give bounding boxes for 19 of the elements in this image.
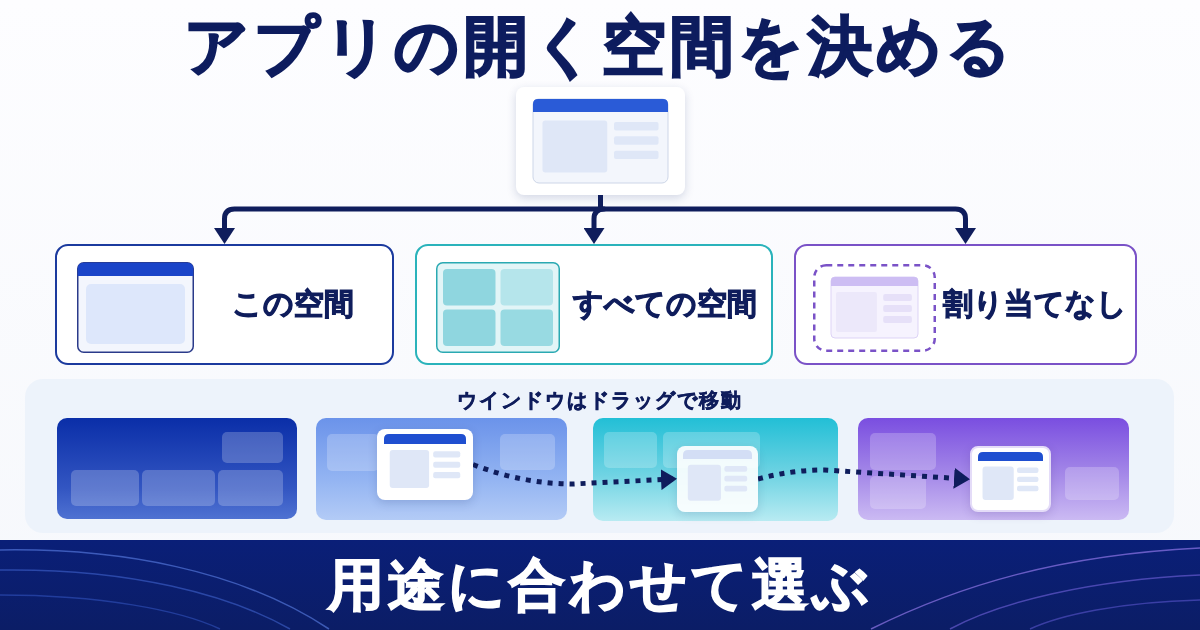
option-label: この空間 <box>231 286 354 322</box>
option-box <box>794 244 1137 365</box>
app-window-icon <box>377 429 473 500</box>
option-label: 割り当てなし <box>943 286 1127 322</box>
app-window-icon <box>677 446 758 512</box>
app-window-icon <box>516 87 685 195</box>
arrow <box>583 206 607 244</box>
panel-heading: ウインドウはドラッグで移動 <box>456 388 743 412</box>
app-window-icon <box>970 446 1051 512</box>
caption: 用途に合わせて選ぶ <box>327 552 873 617</box>
dotted-arrow <box>757 467 970 489</box>
option-box <box>55 244 394 365</box>
dotted-arrow <box>472 462 677 491</box>
option-label: すべての空間 <box>573 286 757 322</box>
option-box <box>415 244 773 365</box>
panel <box>25 379 1174 533</box>
title: アプリの開く空間を決める <box>184 9 1016 83</box>
arrow <box>214 206 598 244</box>
arrow <box>603 206 976 244</box>
